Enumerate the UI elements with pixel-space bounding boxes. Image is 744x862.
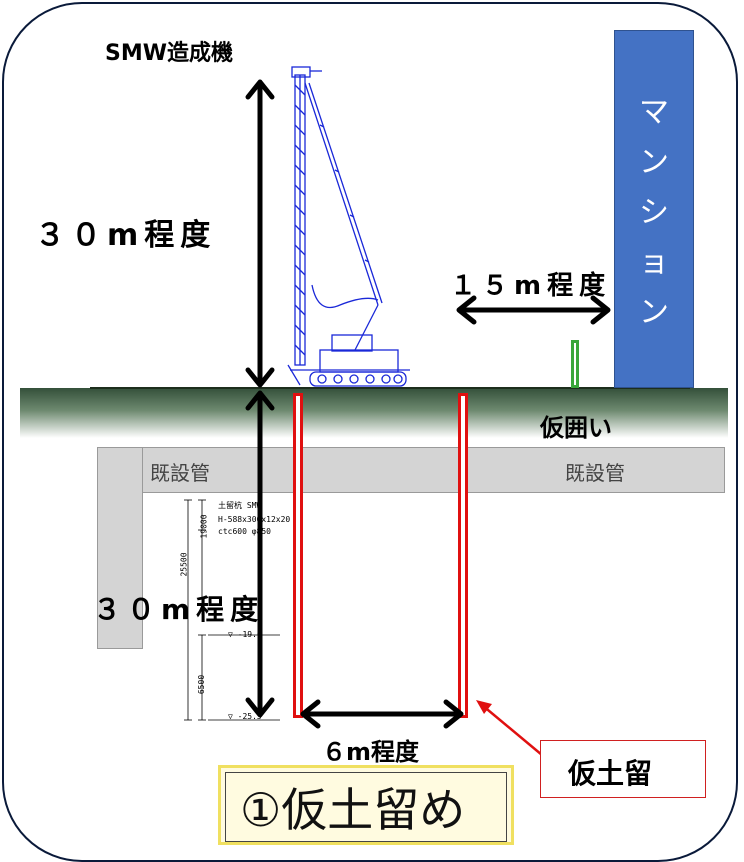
mansion-label: マ ン シ ョ ン <box>614 88 694 338</box>
existing-pipe-label-right: 既設管 <box>565 461 625 485</box>
fence-post <box>571 340 579 388</box>
caption-label: ①仮土留め <box>240 783 466 837</box>
mansion-char: シ <box>639 195 669 230</box>
drawing-note-spec1: H-588x300x12x20 <box>218 515 291 524</box>
drawing-note-title: 土留杭 SMW <box>218 501 262 510</box>
drawing-note-spec2: ctc600 φ850 <box>218 527 271 536</box>
depth-label: ３０m程度 <box>93 593 265 626</box>
retaining-wall-right <box>458 393 468 718</box>
machine-label: SMW造成機 <box>105 41 234 66</box>
mansion-char: ン <box>639 145 669 180</box>
mansion-char: マ <box>639 95 669 130</box>
mansion-building <box>614 30 694 388</box>
retaining-callout-label: 仮土留 <box>568 757 653 790</box>
retaining-wall-left <box>293 393 303 718</box>
retaining-callout-box <box>540 740 706 798</box>
mansion-char: ン <box>639 295 669 330</box>
existing-pipe-horizontal <box>140 447 725 493</box>
drawing-note-level2: ▽ -25.5 <box>228 712 262 721</box>
existing-pipe-label-left: 既設管 <box>150 461 210 485</box>
distance-label: １５m程度 <box>450 271 612 301</box>
fence-label: 仮囲い <box>540 414 612 442</box>
existing-pipe-vertical <box>97 447 143 649</box>
mansion-char: ョ <box>639 245 669 280</box>
ground-line <box>90 387 690 389</box>
section-drawing-lines <box>184 499 280 721</box>
ground-surface <box>20 388 728 438</box>
smw-machine-drawing <box>287 66 410 387</box>
drawing-note-level1: ▽ -19.0 <box>228 630 262 639</box>
width-label: ６m程度 <box>322 738 420 766</box>
dimension-arrows <box>245 79 611 761</box>
height-label: ３０m程度 <box>35 218 217 253</box>
